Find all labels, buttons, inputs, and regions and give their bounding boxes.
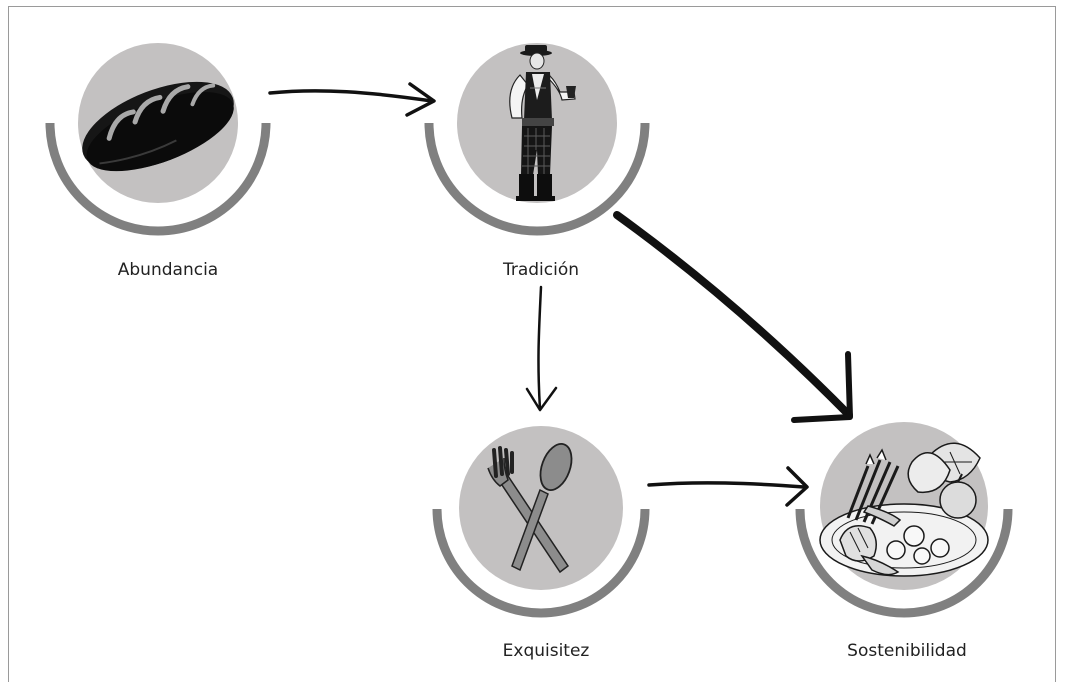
node-label: Sostenibilidad xyxy=(847,641,967,661)
vegetable-plate-icon xyxy=(819,442,989,577)
node-sostenibilidad: Sostenibilidad xyxy=(795,422,1013,661)
folk-costume-person-icon xyxy=(509,45,576,201)
fork-and-spoon-icon xyxy=(487,443,573,574)
bread-icon xyxy=(82,81,234,172)
node-label: Abundancia xyxy=(118,260,218,280)
edge-tradicion-sostenibilidad xyxy=(613,211,853,423)
edge-exquisitez-sostenibilidad xyxy=(647,466,809,507)
edge-tradicion-exquisitez xyxy=(525,285,558,412)
node-abundancia: Abundancia xyxy=(45,43,271,280)
node-exquisitez: Exquisitez xyxy=(432,426,650,661)
node-ring xyxy=(424,122,650,236)
diagram-frame xyxy=(8,6,1056,682)
node-ring xyxy=(795,508,1013,618)
node-label: Exquisitez xyxy=(503,641,590,661)
node-ring xyxy=(432,508,650,618)
node-tradicion: Tradición xyxy=(424,43,650,280)
node-label: Tradición xyxy=(502,260,579,280)
edge-abundancia-tradicion xyxy=(268,82,436,117)
node-ring xyxy=(45,122,271,236)
